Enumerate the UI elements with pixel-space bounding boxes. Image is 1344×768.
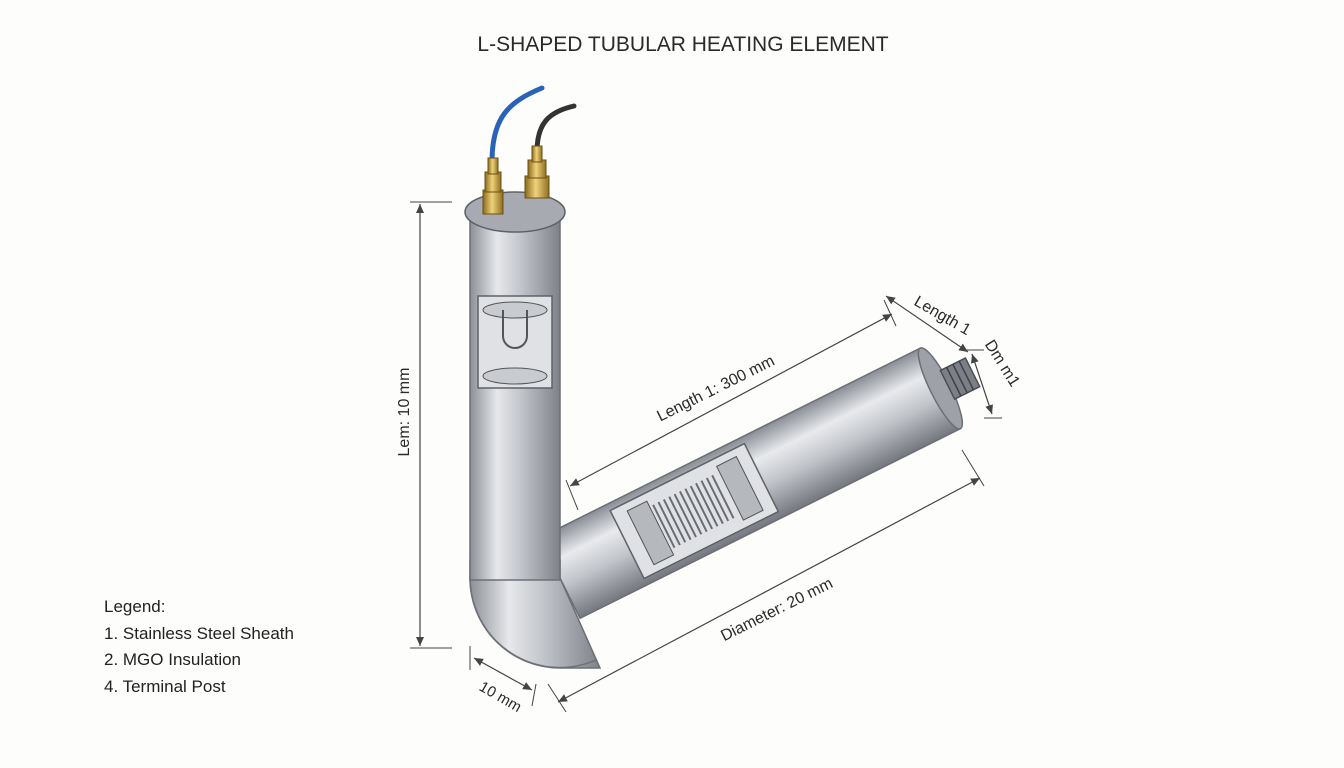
horizontal-length-label: Length 1: 300 mm xyxy=(654,353,777,426)
end-diameter-label: Dm m1 xyxy=(981,337,1023,390)
vertical-length-label: Lem: 10 mm xyxy=(396,368,413,457)
legend: Legend: 1. Stainless Steel Sheath 2. MGO… xyxy=(104,594,294,700)
legend-item: 2. MGO Insulation xyxy=(104,650,242,669)
legend-heading: Legend: xyxy=(104,597,166,616)
terminal-cap xyxy=(464,191,566,233)
terminal-post-left xyxy=(482,157,504,215)
end-length-label: Length 1 xyxy=(911,293,974,339)
dimension-end-length xyxy=(885,295,969,353)
terminal-post-right xyxy=(524,145,550,199)
black-wire xyxy=(534,103,577,155)
dimension-bend-width xyxy=(469,646,537,707)
horizontal-tube xyxy=(538,347,981,620)
diagram-title: L-SHAPED TUBULAR HEATING ELEMENT xyxy=(477,33,888,56)
dimension-diameter xyxy=(547,449,985,713)
bend-width-label: 10 mm xyxy=(476,678,524,716)
legend-item: 1. Stainless Steel Sheath xyxy=(104,623,294,643)
dimension-vertical-length xyxy=(410,201,452,649)
vertical-tube xyxy=(464,191,566,581)
dimension-end-diameter xyxy=(966,349,1002,419)
legend-item: 4. Terminal Post xyxy=(104,676,226,696)
blue-wire xyxy=(489,85,545,165)
